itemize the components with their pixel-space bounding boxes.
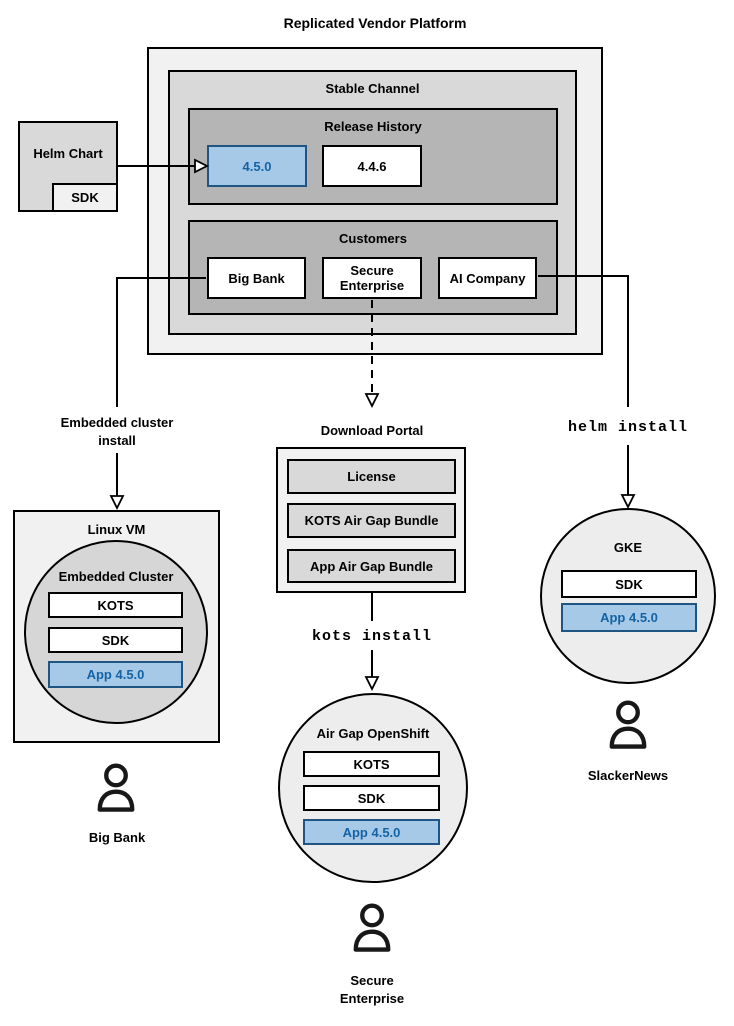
download-portal-label: Download Portal (320, 423, 424, 438)
embedded-cluster-install-label: Embedded cluster install (60, 415, 174, 448)
customer-node-big-bank: Big Bank (207, 257, 306, 299)
openshift-kots-box: KOTS (303, 751, 440, 777)
release-node-450: 4.5.0 (207, 145, 307, 187)
embedded-install-arrowhead (109, 495, 125, 511)
openshift-label: Air Gap OpenShift (316, 726, 430, 741)
customers-label: Customers (339, 231, 407, 246)
release-node-446: 4.4.6 (322, 145, 422, 187)
openshift-sdk-box: SDK (303, 785, 440, 811)
linux-vm-label: Linux VM (87, 522, 146, 537)
linux-vm-app-box: App 4.5.0 (48, 661, 183, 688)
portal-app-bundle-box: App Air Gap Bundle (287, 549, 456, 583)
stable-channel-label: Stable Channel (325, 81, 420, 96)
openshift-app-box: App 4.5.0 (303, 819, 440, 845)
embedded-cluster-label: Embedded Cluster (58, 569, 174, 584)
download-portal-arrowhead (364, 393, 380, 409)
gke-label: GKE (613, 540, 643, 555)
secure-enterprise-user-label: Secure Enterprise (339, 973, 405, 1006)
customer-node-ai-company: AI Company (438, 257, 537, 299)
big-bank-user-icon (97, 763, 135, 812)
release-history-label: Release History (324, 119, 422, 134)
kots-install-arrowhead (364, 676, 380, 692)
linux-vm-kots-box: KOTS (48, 592, 183, 618)
helm-chart-box: Helm Chart (18, 121, 118, 183)
helm-install-label: helm install (567, 419, 689, 436)
helm-install-arrowhead (620, 494, 636, 510)
slackernews-user-icon (609, 700, 647, 749)
gke-sdk-box: SDK (561, 570, 697, 598)
kots-install-label: kots install (311, 628, 433, 645)
slackernews-user-label: SlackerNews (587, 768, 669, 783)
portal-license-box: License (287, 459, 456, 494)
big-bank-user-label: Big Bank (88, 830, 146, 845)
helm-chart-sdk-box: SDK (52, 183, 118, 212)
diagram-title: Replicated Vendor Platform (283, 15, 467, 31)
secure-enterprise-user-icon (353, 903, 391, 952)
customer-node-secure-enterprise: Secure Enterprise (322, 257, 422, 299)
linux-vm-sdk-box: SDK (48, 627, 183, 653)
portal-kots-bundle-box: KOTS Air Gap Bundle (287, 503, 456, 538)
gke-app-box: App 4.5.0 (561, 603, 697, 632)
